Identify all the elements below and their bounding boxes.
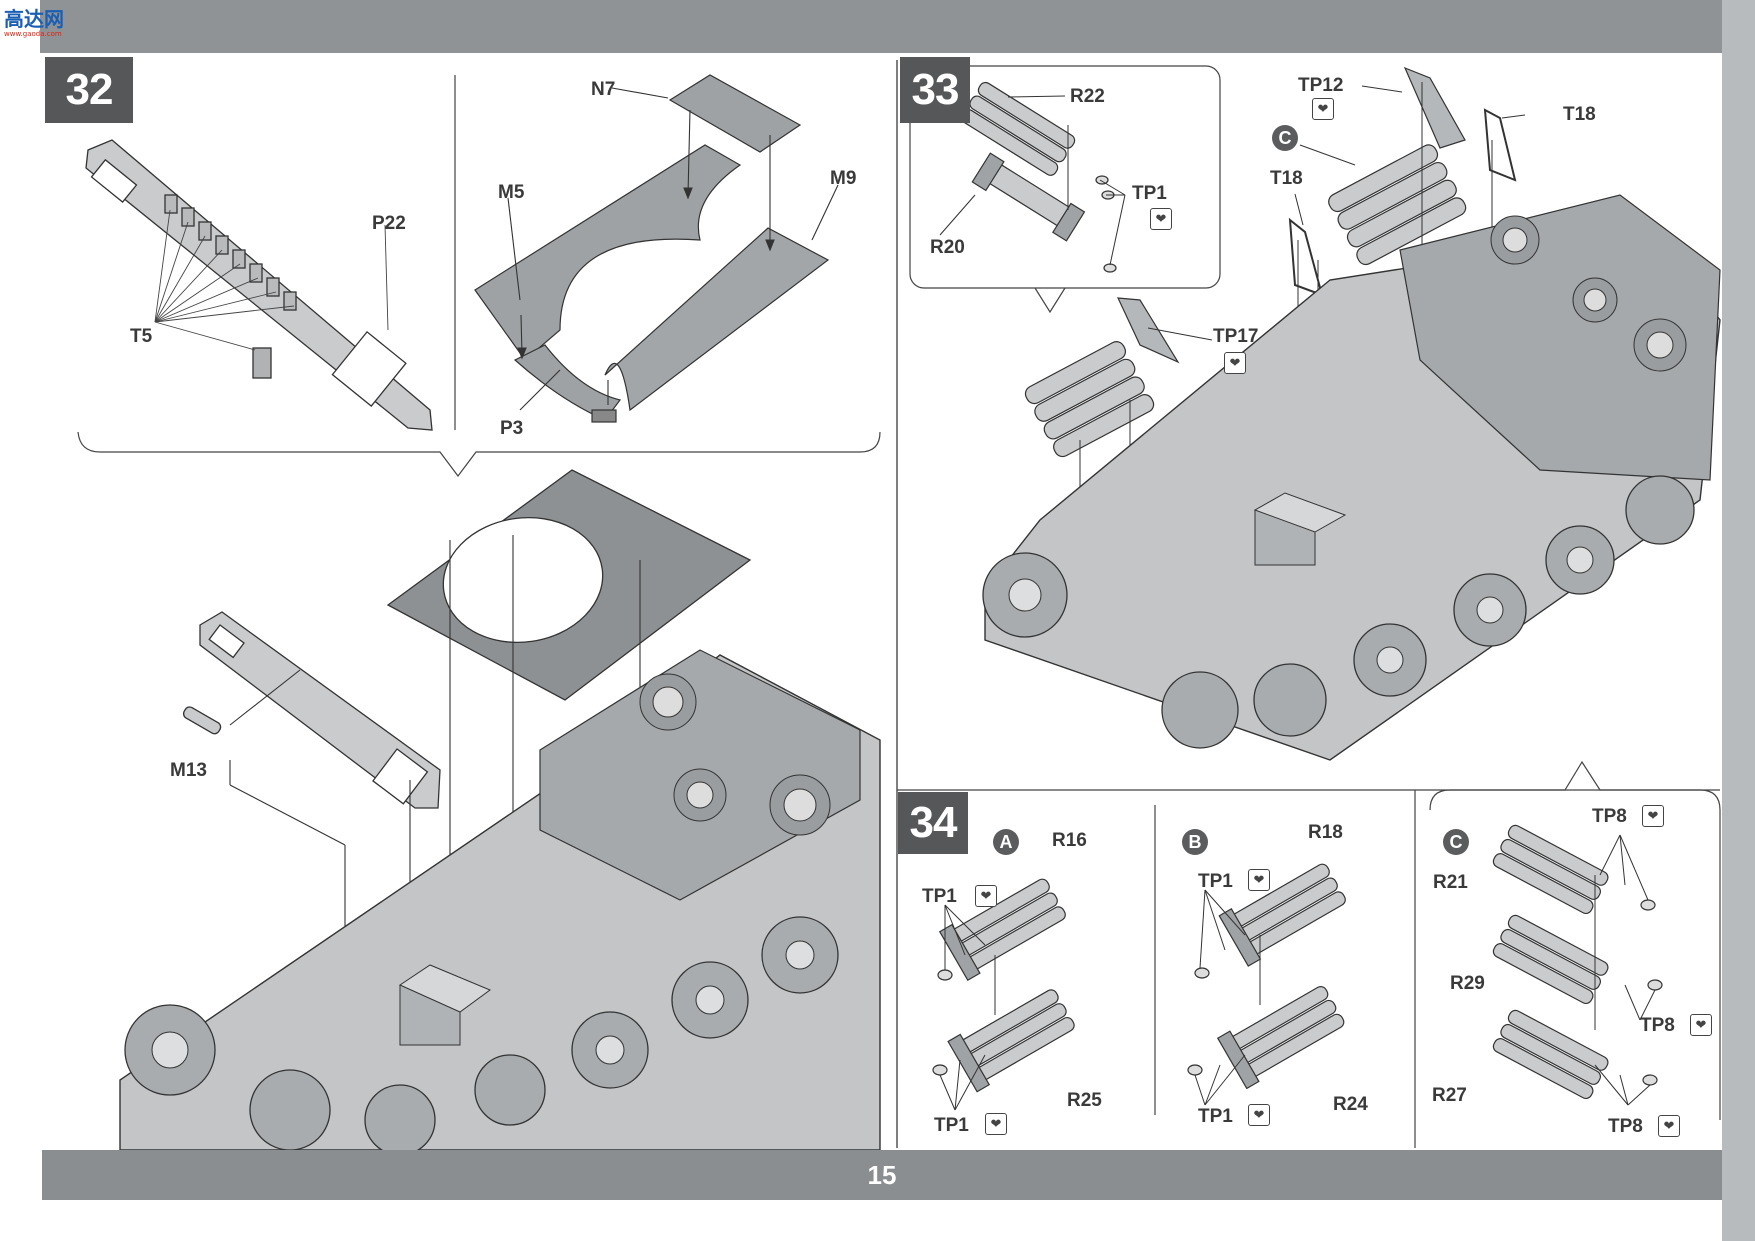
- heart-decal-icon: ❤: [1248, 869, 1270, 891]
- label-tp1-b-bottom: TP1: [1198, 1106, 1233, 1127]
- step-number-33: 33: [900, 57, 970, 123]
- top-band: [40, 0, 1755, 53]
- heart-decal-icon: ❤: [1312, 98, 1334, 120]
- label-r24: R24: [1333, 1094, 1368, 1115]
- site-logo-text: 高达网: [4, 7, 64, 31]
- label-tp1-b-top: TP1: [1198, 871, 1233, 892]
- heart-decal-icon: ❤: [1224, 352, 1246, 374]
- part-floor-hole: [386, 469, 752, 701]
- step-number-32: 32: [45, 57, 133, 123]
- part-rockets-34: [932, 824, 1663, 1100]
- callout-b: B: [1182, 829, 1208, 855]
- bottom-band: 15: [42, 1150, 1722, 1200]
- label-m9: M9: [830, 168, 857, 189]
- part-floor-plates: [474, 74, 830, 423]
- heart-decal-icon: ❤: [1248, 1104, 1270, 1126]
- label-r16: R16: [1052, 830, 1087, 851]
- callout-c-33: C: [1272, 125, 1298, 151]
- label-tp1-a-top: TP1: [922, 886, 957, 907]
- heart-decal-icon: ❤: [985, 1113, 1007, 1135]
- label-p3: P3: [500, 418, 524, 439]
- label-tp17: TP17: [1213, 326, 1259, 347]
- step-number-34: 34: [898, 792, 968, 854]
- heart-decal-icon: ❤: [1658, 1115, 1680, 1137]
- hull-chassis-33: [982, 194, 1721, 761]
- label-r27: R27: [1432, 1085, 1467, 1106]
- label-r25: R25: [1067, 1090, 1102, 1111]
- part-rockets-33-inset: [960, 81, 1117, 273]
- heart-decal-icon: ❤: [975, 885, 997, 907]
- callout-a: A: [993, 829, 1019, 855]
- heart-decal-icon: ❤: [1690, 1014, 1712, 1036]
- label-tp1-a-bottom: TP1: [934, 1115, 969, 1136]
- label-r18: R18: [1308, 822, 1343, 843]
- label-r20: R20: [930, 237, 965, 258]
- callout-c-34: C: [1443, 829, 1469, 855]
- label-tp12: TP12: [1298, 75, 1344, 96]
- label-t18-left: T18: [1270, 168, 1303, 189]
- hull-chassis-32: [119, 649, 881, 1156]
- label-p22: P22: [372, 213, 406, 234]
- label-r21: R21: [1433, 872, 1468, 893]
- site-logo: 高达网 www.gaoda.com: [4, 8, 64, 38]
- site-logo-url: www.gaoda.com: [4, 30, 62, 38]
- label-t5: T5: [130, 326, 153, 347]
- label-m5: M5: [498, 182, 525, 203]
- heart-decal-icon: ❤: [1642, 805, 1664, 827]
- label-t18-right: T18: [1563, 104, 1596, 125]
- label-tp8-top: TP8: [1592, 806, 1627, 827]
- label-tp1-33: TP1: [1132, 183, 1167, 204]
- label-n7: N7: [591, 79, 616, 100]
- label-r22: R22: [1070, 86, 1105, 107]
- page-edge: [1722, 0, 1755, 1241]
- part-rail-m13: [182, 611, 441, 809]
- label-tp8-mid: TP8: [1640, 1015, 1675, 1036]
- page-number: 15: [867, 1159, 897, 1190]
- heart-decal-icon: ❤: [1150, 208, 1172, 230]
- label-tp8-bottom: TP8: [1608, 1116, 1643, 1137]
- part-p22: [85, 139, 433, 431]
- label-m13: M13: [170, 760, 207, 781]
- label-r29: R29: [1450, 973, 1485, 994]
